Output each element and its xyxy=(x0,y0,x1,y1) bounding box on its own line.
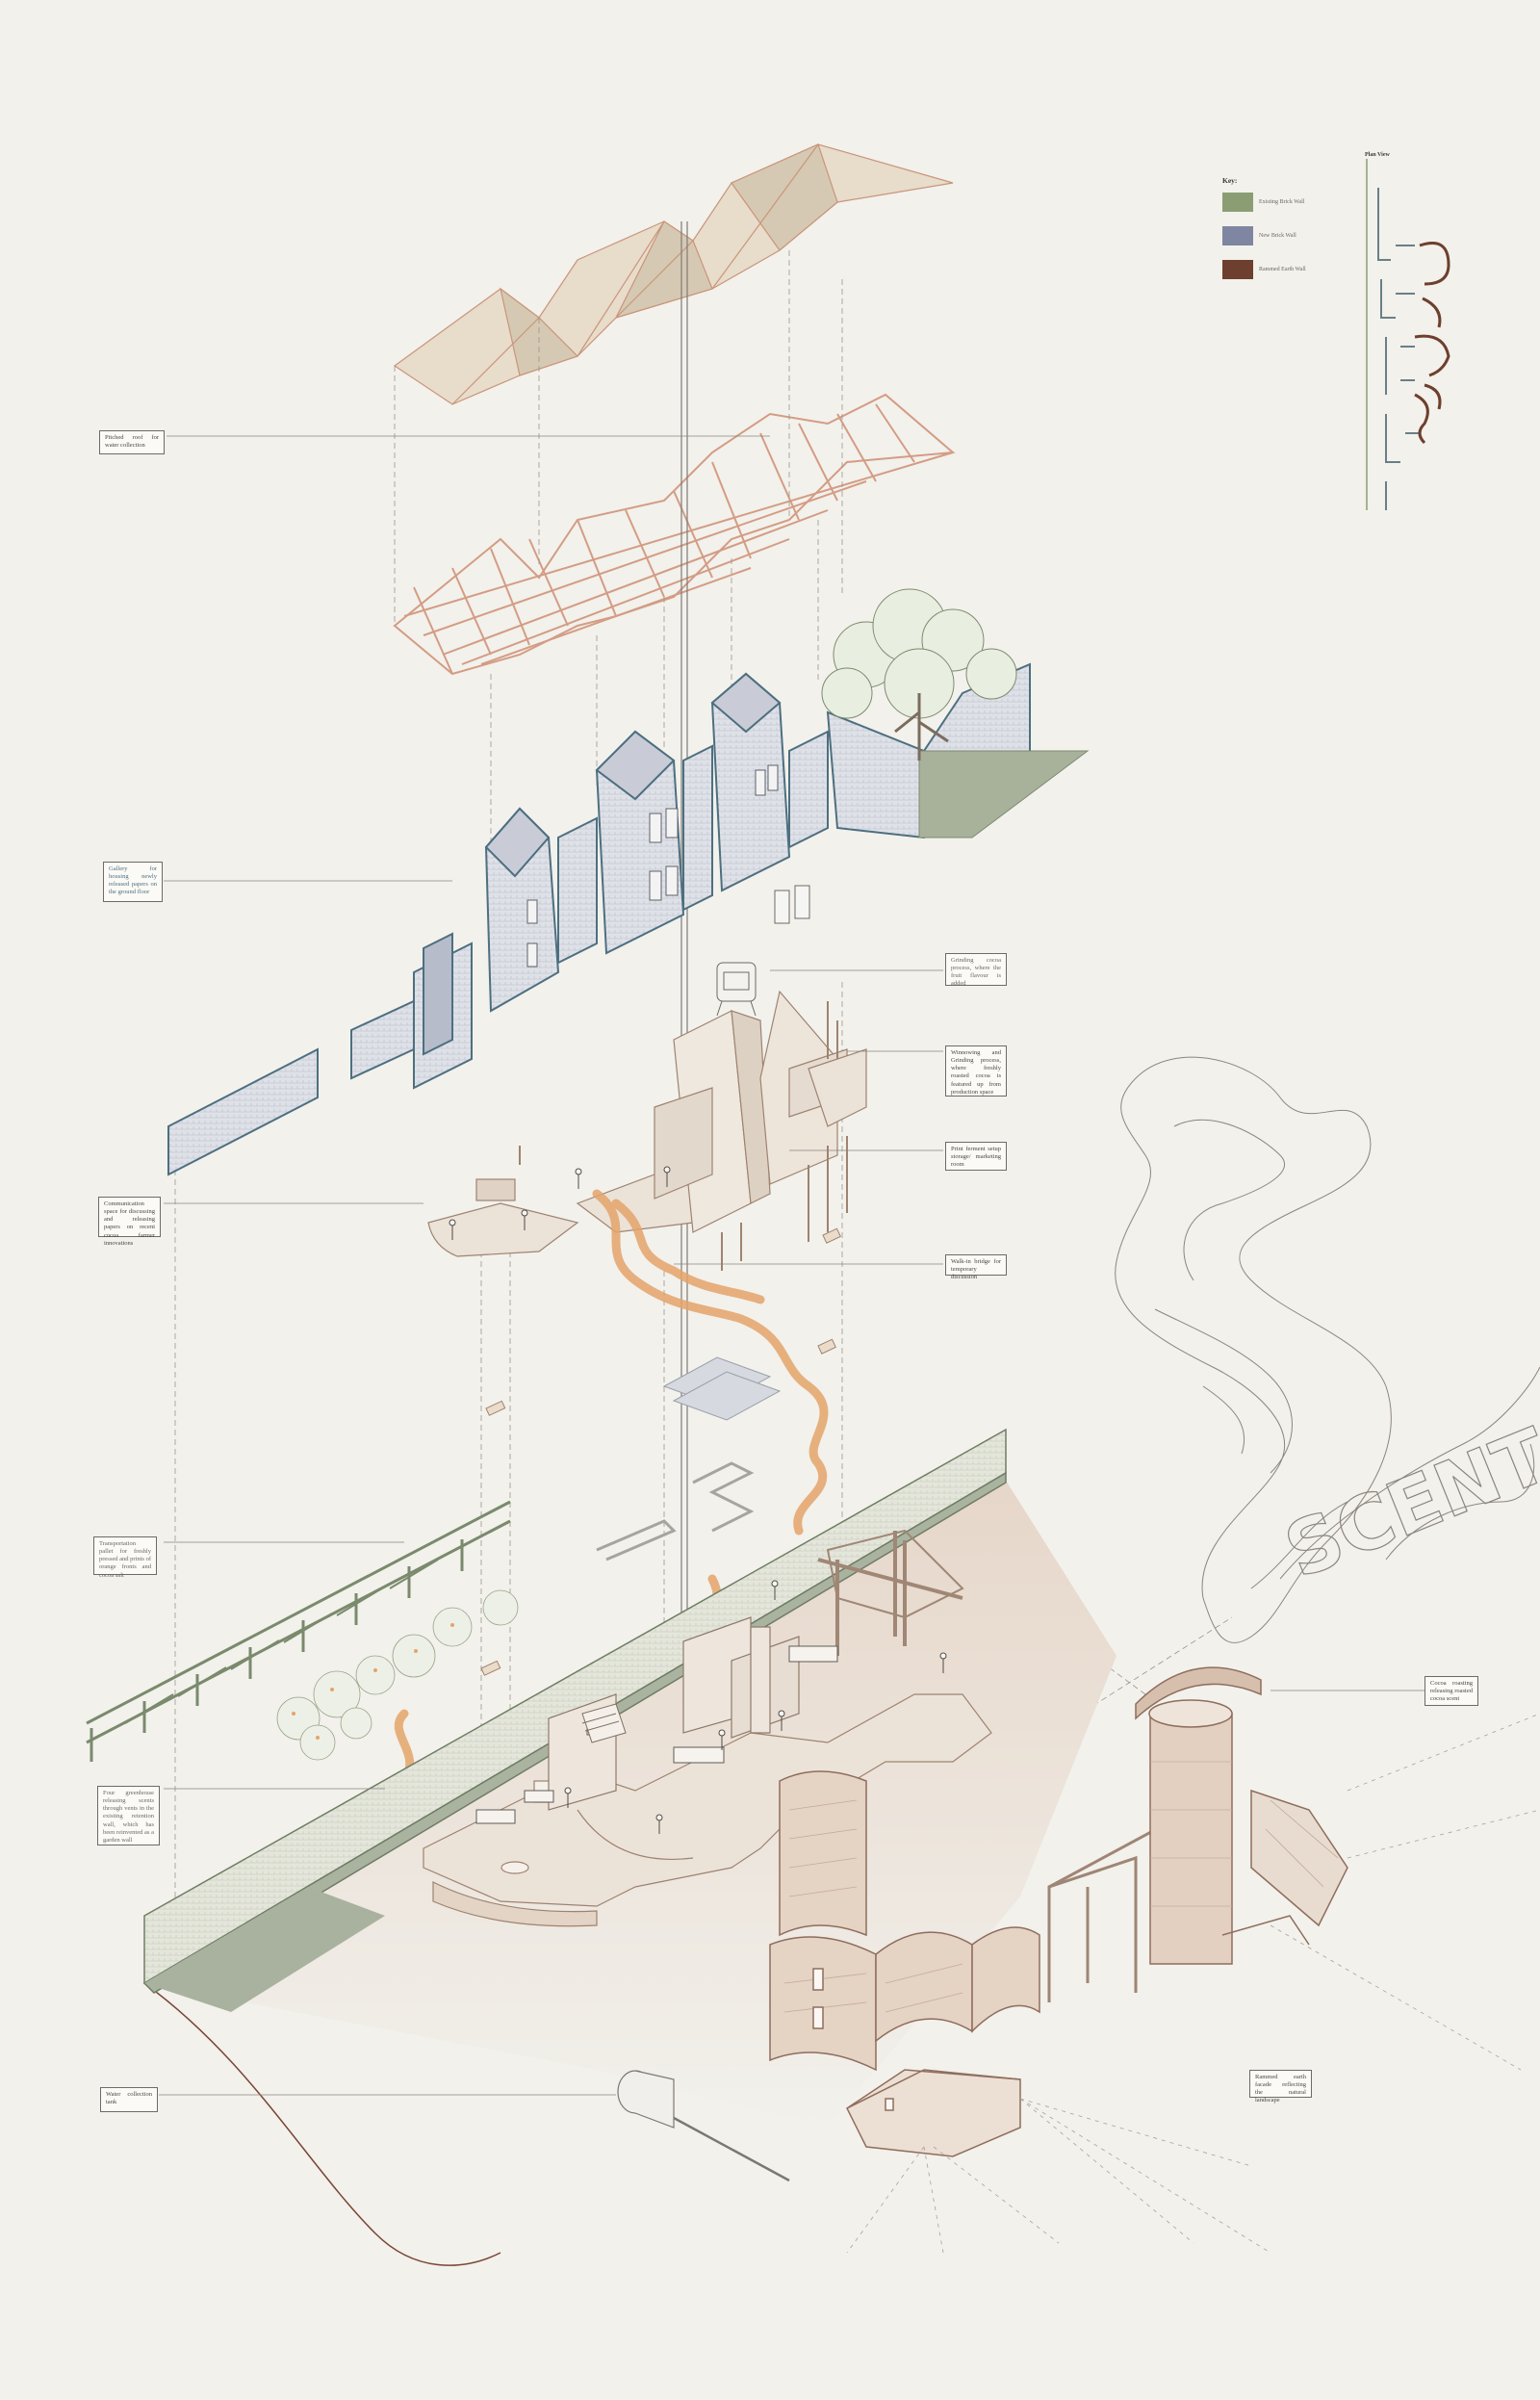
annotation-greenhouse: Four greenhouse releasing scents through… xyxy=(97,1786,160,1845)
mid-floor-platforms xyxy=(427,990,867,1257)
annotation-rammed-earth: Rammed earth facade reflecting the natur… xyxy=(1249,2070,1312,2103)
legend-swatch xyxy=(1222,260,1253,279)
plan-view-drawing xyxy=(1366,159,1420,510)
roof-timber-structure xyxy=(393,393,956,676)
tree xyxy=(821,588,1017,761)
furniture xyxy=(475,1645,838,1824)
annotation-grinding: Grinding cocoa process, where the fruit … xyxy=(945,953,1007,987)
water-collection-tank xyxy=(617,2070,790,2182)
annotation-cocoa-roasting: Cocoa roasting releasing roasted cocoa s… xyxy=(1424,1676,1478,1706)
transportation-pergola xyxy=(86,1500,511,1762)
annotation-winnowing: Winnowing and Grinding process, where fr… xyxy=(945,1045,1007,1097)
scent-lettering: SCENT xyxy=(1273,1412,1540,1595)
timber-frame-pavilion xyxy=(817,1529,964,1656)
legend-item-new-brick: New Brick Wall xyxy=(1222,224,1306,247)
annotation-leaders xyxy=(159,435,1424,2096)
staircase xyxy=(581,1703,627,1743)
floating-slabs xyxy=(662,1356,782,1421)
pitched-roof-panels xyxy=(393,143,954,405)
legend-item-existing-brick: Existing Brick Wall xyxy=(1222,191,1306,214)
orange-trees xyxy=(276,1589,519,1761)
floating-windows xyxy=(774,885,810,924)
annotation-communication: Communication space for discussing and r… xyxy=(98,1197,161,1247)
people xyxy=(449,1166,947,1834)
cocoa-roasting-silo xyxy=(1135,1666,1348,1965)
annotation-water-tank: Water collection tank xyxy=(100,2087,158,2112)
legend-item-rammed-earth: Rammed Earth Wall xyxy=(1222,258,1306,281)
mid-structure-posts xyxy=(519,1001,848,1271)
annotation-transportation: Transportation pallet for freshly presse… xyxy=(93,1536,157,1579)
legend-swatch xyxy=(1222,226,1253,245)
scent-smoke-illustration xyxy=(1115,1056,1540,1643)
grinding-machine xyxy=(716,962,757,1017)
floating-pipes xyxy=(596,1461,755,1561)
legend-label: Rammed Earth Wall xyxy=(1259,267,1306,272)
plan-view-rammed-earth xyxy=(1414,242,1450,445)
legend-label: New Brick Wall xyxy=(1259,233,1296,239)
annotation-walk-bridge: Walk-in bridge for temporary discussion xyxy=(945,1254,1007,1280)
legend-title: Key: xyxy=(1222,176,1238,185)
floating-boxes xyxy=(480,1227,841,1676)
rammed-earth-pods xyxy=(769,1770,1040,2157)
plan-view-label: Plan View xyxy=(1365,152,1390,158)
legend-label: Existing Brick Wall xyxy=(1259,199,1305,205)
legend: Key: Existing Brick Wall New Brick Wall … xyxy=(1222,176,1306,292)
gallery-brick-walls xyxy=(167,662,1090,1176)
annotation-print-ferment: Print ferment setup storage/ marketing r… xyxy=(945,1142,1007,1171)
annotation-pitched-roof: Pitched roof for water collection xyxy=(99,430,165,454)
annotation-gallery: Gallery for housing newly released paper… xyxy=(103,862,163,902)
legend-swatch xyxy=(1222,193,1253,212)
view-rays xyxy=(846,1713,1540,2254)
